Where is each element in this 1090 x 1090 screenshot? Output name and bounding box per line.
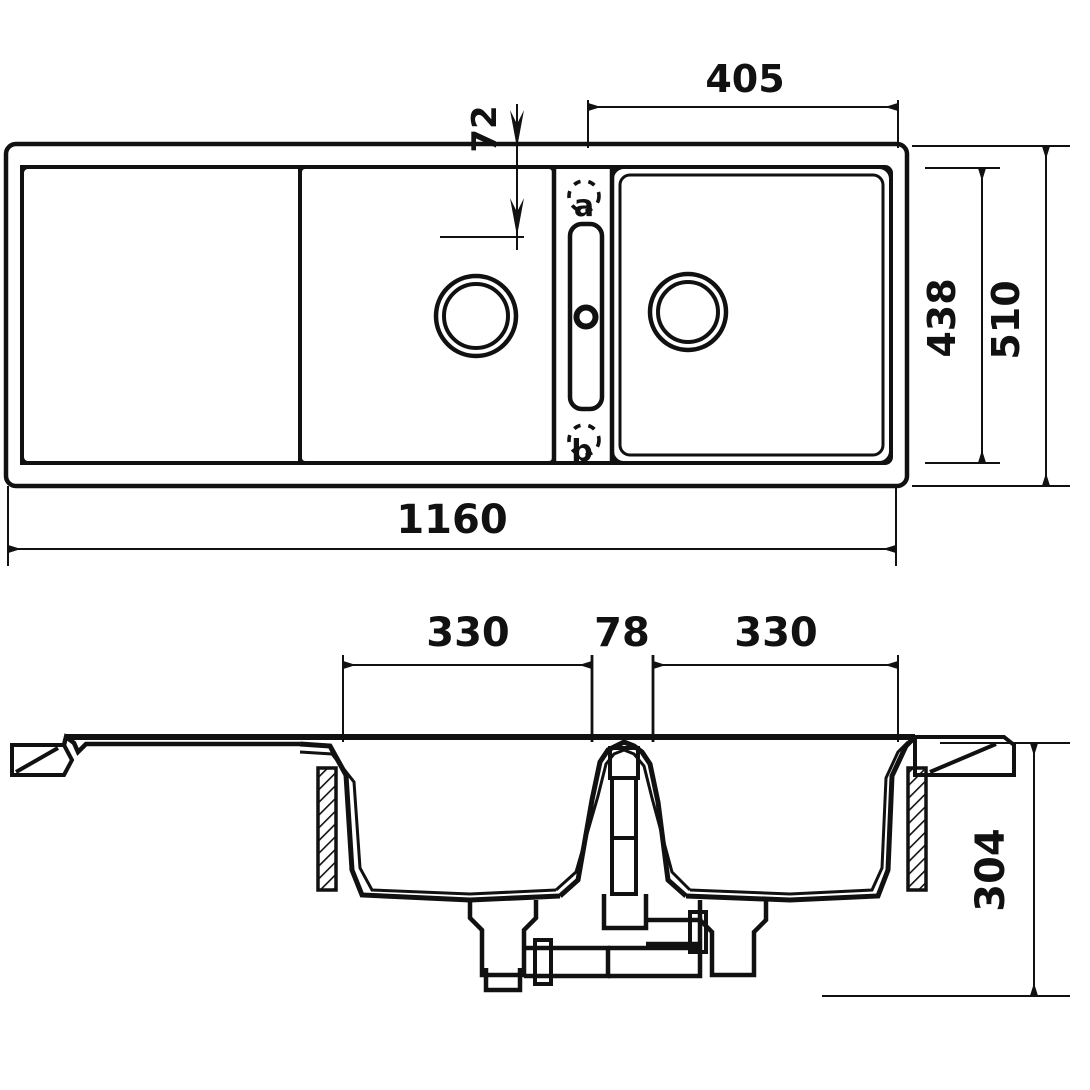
section-view (10, 733, 1016, 993)
knockout-hole-label-a: a (574, 189, 594, 224)
section-right-mounting-clip (906, 766, 928, 892)
dimension-330-left-text: 330 (426, 610, 510, 656)
section-right-bowl-inner-wall (689, 740, 910, 896)
dimension-1160-text: 1160 (396, 497, 507, 543)
dimension-72: 72 (440, 104, 524, 250)
dimension-chain-section: 330 330 78 (342, 610, 899, 742)
plan-view: a b (3, 141, 910, 489)
plan-outer-rim (3, 141, 910, 489)
section-waste-connector (533, 938, 553, 986)
section-left-strainer-tail (483, 968, 523, 993)
plan-overflow-button-hole (573, 304, 599, 330)
dimension-72-arrow-top (510, 110, 524, 148)
dimension-438: 438 (920, 167, 1000, 464)
section-standpipe-elbow (601, 894, 649, 931)
plan-right-waste-inner-ring (656, 280, 720, 344)
knockout-hole-label-b: b (571, 434, 592, 469)
section-left-edge-profile (10, 743, 75, 777)
section-divider-outer (558, 739, 688, 898)
dimension-72-text: 72 (465, 105, 505, 152)
dimension-72-arrow-bottom (510, 198, 524, 236)
section-left-bowl-inner-wall (299, 750, 557, 896)
dimension-78-text: 78 (594, 610, 650, 656)
section-left-mounting-clip (316, 766, 338, 892)
plan-right-bowl-inner (618, 173, 885, 457)
knockout-hole-marker-b-circle (567, 423, 601, 457)
section-standpipe-lower (610, 836, 638, 896)
dimension-304-text: 304 (968, 828, 1014, 912)
section-left-strainer (467, 900, 539, 978)
dimension-510-text: 510 (984, 280, 1028, 359)
section-standpipe-horizontal (646, 917, 703, 947)
plan-left-waste-outer-ring (433, 273, 519, 359)
dimension-405: 405 (587, 57, 899, 148)
section-right-strainer (697, 900, 769, 978)
section-right-edge-hatch (929, 742, 997, 774)
plan-right-waste-outer-ring (647, 271, 729, 353)
section-right-edge-profile (913, 735, 1016, 777)
knockout-hole-marker-a-circle (567, 179, 601, 213)
plan-overflow-channel (567, 221, 605, 412)
section-left-rim-lip (61, 733, 300, 756)
dimension-304: 304 (822, 742, 1070, 997)
section-waste-pipe-left (524, 945, 611, 979)
section-left-edge-hatch (15, 746, 59, 774)
plan-right-bowl (610, 165, 893, 465)
dimension-510: 510 (912, 145, 1070, 487)
dimension-1160: 1160 (7, 486, 897, 566)
section-waste-pipe-right (608, 945, 703, 979)
plan-left-waste-inner-ring (442, 282, 510, 350)
dimension-438-text: 438 (920, 278, 964, 357)
dimension-330-right-text: 330 (734, 610, 818, 656)
dimension-405-text: 405 (705, 57, 784, 101)
